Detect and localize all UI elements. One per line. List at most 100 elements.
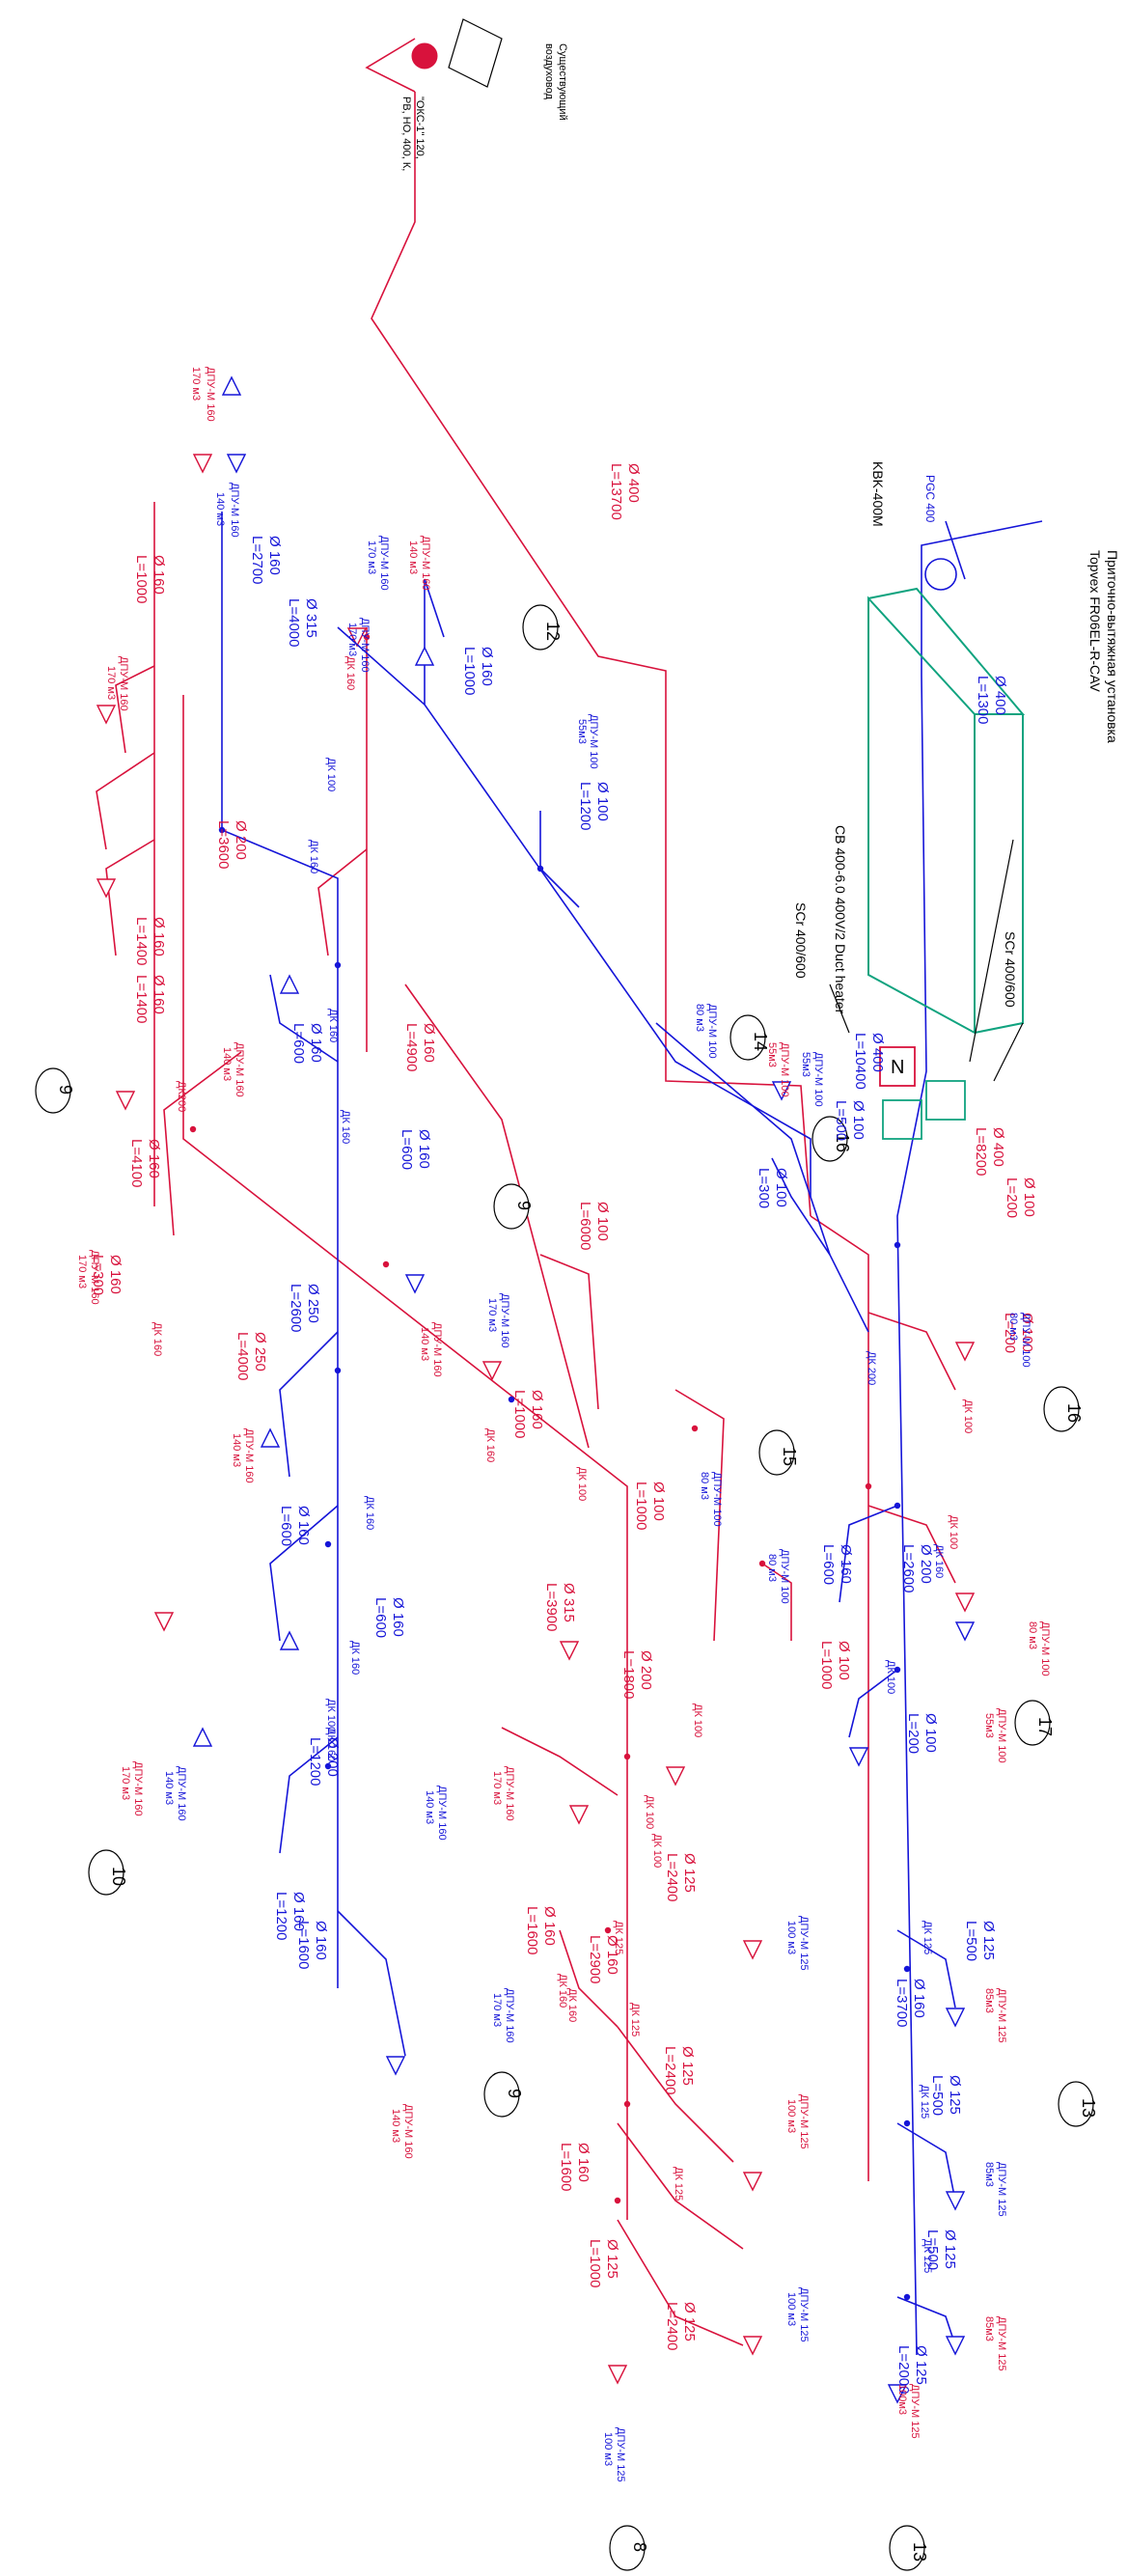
diffuser-note: ДПУ-М 100 [812,1052,824,1107]
room-number: 16 [833,1133,852,1152]
diffuser-note: ДПУ-М 100 [588,714,599,769]
diffuser-note: 170 м3 [346,623,358,656]
exhaust-label: Ø 160 [151,555,167,595]
diffuser-note: 55м3 [766,1042,778,1067]
supply-label: L=3700 [894,1979,910,2027]
diffuser-icon [192,1727,213,1747]
room-number: 17 [1035,1717,1055,1736]
exhaust-label: ДК 160 [151,1322,163,1356]
diffuser-note: 140 м3 [163,1771,175,1805]
supply-label: Ø 100 [594,782,611,821]
diffuser-note: ДПУ-М 160 [504,1766,515,1821]
damper-dot [363,633,371,641]
diffuser-icon [887,2384,908,2404]
supply-kvk-branch [945,520,966,580]
diffuser-icon [945,2191,966,2211]
supply-label: ДК 160 [340,1110,351,1144]
diffuser-icon [954,1342,976,1362]
diffuser-icon [346,627,368,648]
supply-label: L=500 [963,1921,979,1961]
exhaust-label: Ø 100 [1019,1313,1035,1352]
exhaust-label: L=300 [90,1255,106,1295]
diffuser-note: ДПУ-М 160 [504,1988,515,2043]
exhaust-label: L=4100 [128,1139,145,1187]
diffuser-note: ДПУ-М 125 [798,1916,810,1971]
exhaust-label: L=2400 [664,2302,680,2350]
diffuser-note: ДПУ-М 125 [909,2384,921,2439]
damper-dot [894,1666,901,1674]
diffuser-note: 100 м3 [785,2099,797,2133]
room-number-oval [35,1067,71,1114]
supply-main-trunk [896,520,1043,2356]
damper-dot [189,1125,197,1133]
exhaust-label: ДК 160 [566,1988,578,2022]
diffuser-note: 140 м3 [221,1047,233,1081]
exhaust-label: L=3600 [215,820,232,869]
supply-label: Ø 250 [305,1284,321,1323]
supply-label: ДК 100 [885,1660,896,1694]
room-number: 15 [780,1447,799,1466]
exhaust-label: Ø 250 [252,1332,268,1371]
room-number-oval [88,1849,124,1896]
room-number-oval [522,604,559,651]
scr-bottom-leader [829,983,850,1034]
exhaust-label: Ø 200 [233,820,249,860]
supply-label: L=600 [278,1506,294,1546]
room-number-oval [493,1183,530,1230]
exhaust-label: ДК 100 [651,1834,663,1868]
exhaust-label: Ø 160 [529,1390,545,1429]
heater-leader [969,839,1014,1063]
room-number: 13 [910,2542,929,2562]
damper-dot [623,2100,631,2108]
supply-label: Ø 160 [911,1979,927,2018]
room-number-oval [609,2525,646,2571]
supply-label: L=4000 [286,598,302,647]
exhaust-label: Ø 160 [151,917,167,956]
supply-label: Ø 160 [295,1506,312,1545]
scr-bottom-box [882,1099,922,1140]
diffuser-note: ДПУ-М 125 [996,2316,1007,2371]
exhaust-label: Ø 200 [638,1650,654,1690]
supply-label: L=1000 [461,647,478,695]
damper-dot [334,961,342,969]
supply-label: Ø 400 [869,1033,886,1072]
diffuser-note: 80 м3 [766,1554,778,1582]
exhaust-branch-c [404,983,590,1449]
exhaust-label: ДК 125 [613,1921,624,1954]
room-number: 12 [543,622,563,641]
supply-label: Ø 160 [479,647,495,686]
exhaust-label: L=1400 [133,975,150,1023]
exhaust-label: ДК 100 [576,1467,588,1501]
exhaust-sub-d1 [761,1563,792,1641]
diffuser-note: ДПУ-М 125 [996,2162,1007,2217]
supply-sub-a2 [539,811,580,908]
diffuser-icon [279,974,300,994]
supply-label: L=2700 [249,536,265,584]
room-number-oval [889,2525,925,2571]
supply-label: Ø 100 [850,1100,867,1140]
supply-label: Ø 125 [913,2345,929,2385]
diffuser-icon [192,454,213,474]
room-number: 16 [1064,1403,1084,1423]
room-number: 10 [109,1867,128,1886]
diffuser-icon [568,1805,590,1825]
supply-long-diagonal [337,626,812,1197]
diffuser-icon [96,705,117,725]
diffuser-icon [945,2336,966,2356]
diffuser-note: ДПУ-М 100 [779,1042,790,1097]
exhaust-label: Ø 160 [151,975,167,1014]
diffuser-icon [404,1274,426,1294]
exhaust-riser [810,1215,869,2181]
supply-sub-b6 [896,2296,956,2346]
diffuser-note: ДПУ-М 125 [798,2287,810,2342]
exhaust-label: L=2900 [587,1935,603,1983]
diffuser-note: ДПУ-М 100 [706,1004,718,1059]
diffuser-note: ДПУ-М 160 [431,1322,443,1377]
diffuser-icon [226,454,247,474]
damper-dot [903,2119,911,2127]
exhaust-label: L=2400 [662,2046,678,2094]
diffuser-icon [414,646,435,666]
room-number-oval [758,1429,795,1476]
exhaust-label: ДК 100 [692,1703,703,1737]
